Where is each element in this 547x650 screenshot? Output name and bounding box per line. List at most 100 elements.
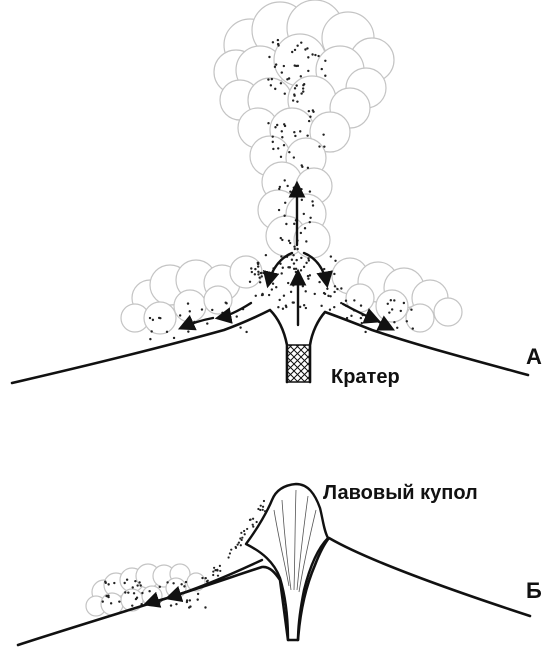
ash-particle — [272, 148, 274, 150]
arrow-left-curl — [268, 253, 292, 285]
ash-particle — [277, 39, 279, 41]
ash-particle — [295, 84, 297, 86]
ash-particle — [126, 579, 128, 581]
ash-particle — [211, 309, 213, 311]
ash-particle — [393, 299, 395, 301]
ash-particle — [307, 70, 309, 72]
ash-particle — [260, 272, 262, 274]
ash-particle — [280, 156, 282, 158]
ash-particle — [251, 271, 253, 273]
ash-particle — [277, 147, 279, 149]
ash-particle — [283, 123, 285, 125]
ash-particle — [213, 567, 215, 569]
panel-a-label: А — [526, 344, 542, 369]
ash-particle — [281, 71, 283, 73]
ash-particle — [324, 60, 326, 62]
ash-particle — [314, 293, 316, 295]
ash-particle — [278, 299, 280, 301]
cloud-puff — [294, 222, 330, 258]
ash-particle — [307, 278, 309, 280]
ash-particle — [275, 63, 277, 65]
ash-particle — [361, 322, 363, 324]
ash-particle — [239, 537, 241, 539]
ash-particle — [308, 110, 310, 112]
ash-particle — [246, 528, 248, 530]
ash-particle — [235, 546, 237, 548]
ash-particle — [238, 542, 240, 544]
ash-particle — [308, 259, 310, 261]
ash-particle — [204, 577, 206, 579]
ash-particle — [296, 100, 298, 102]
ash-particle — [334, 285, 336, 287]
ash-particle — [323, 145, 325, 147]
ash-particle — [131, 604, 133, 606]
ash-particle — [293, 131, 295, 133]
ash-particle — [353, 299, 355, 301]
ash-particle — [329, 309, 331, 311]
cloud-puff — [406, 304, 434, 332]
ash-particle — [284, 93, 286, 95]
crater-label: Кратер — [331, 366, 400, 388]
ash-particle — [284, 179, 286, 181]
ash-particle — [252, 526, 254, 528]
ash-particle — [264, 510, 266, 512]
ash-particle — [259, 281, 261, 283]
ash-particle — [271, 78, 273, 80]
ash-particle — [293, 187, 295, 189]
ash-particle — [314, 54, 316, 56]
ash-particle — [139, 584, 141, 586]
ash-particle — [393, 321, 395, 323]
ash-particle — [289, 266, 291, 268]
ash-particle — [299, 283, 301, 285]
ash-particle — [302, 285, 304, 287]
ash-particle — [307, 56, 309, 58]
cloud-puff — [434, 298, 462, 326]
cloud-puff — [204, 286, 232, 314]
ash-particle — [275, 273, 277, 275]
ash-particle — [302, 87, 304, 89]
ash-particle — [207, 580, 209, 582]
ash-particle — [166, 581, 168, 583]
ash-particle — [257, 508, 259, 510]
eruption-cloud — [121, 0, 462, 334]
ash-particle — [280, 82, 282, 84]
ash-particle — [281, 130, 283, 132]
ash-particle — [303, 304, 305, 306]
ash-particle — [295, 271, 297, 273]
ash-particle — [267, 78, 269, 80]
ash-particle — [263, 272, 265, 274]
ash-particle — [136, 597, 138, 599]
ash-particle — [300, 269, 302, 271]
ash-particle — [263, 500, 265, 502]
crater-conduit — [287, 345, 310, 382]
ash-particle — [265, 254, 267, 256]
ash-particle — [280, 255, 282, 257]
ash-particle — [237, 544, 239, 546]
ash-particle — [318, 145, 320, 147]
ash-particle — [303, 213, 305, 215]
panel-b-label: Б — [526, 578, 542, 603]
ash-particle — [293, 301, 295, 303]
ash-particle — [177, 598, 179, 600]
ash-particle — [180, 583, 182, 585]
lava-dome-label: Лавовый купол — [323, 482, 478, 504]
ash-particle — [289, 191, 291, 193]
ash-particle — [311, 53, 313, 55]
ash-particle — [113, 582, 115, 584]
ash-particle — [292, 99, 294, 101]
ash-particle — [403, 302, 405, 304]
ash-particle — [255, 295, 257, 297]
ash-particle — [304, 227, 306, 229]
ash-particle — [290, 291, 292, 293]
ash-particle — [252, 524, 254, 526]
ash-particle — [212, 570, 214, 572]
ash-particle — [293, 93, 295, 95]
panel-b: Лавовый купол Б — [18, 482, 542, 645]
ash-particle — [293, 282, 295, 284]
ash-particle — [219, 570, 221, 572]
ash-particle — [410, 309, 412, 311]
ash-particle — [215, 569, 217, 571]
ash-particle — [312, 204, 314, 206]
ground-profile-b-right — [298, 538, 530, 640]
